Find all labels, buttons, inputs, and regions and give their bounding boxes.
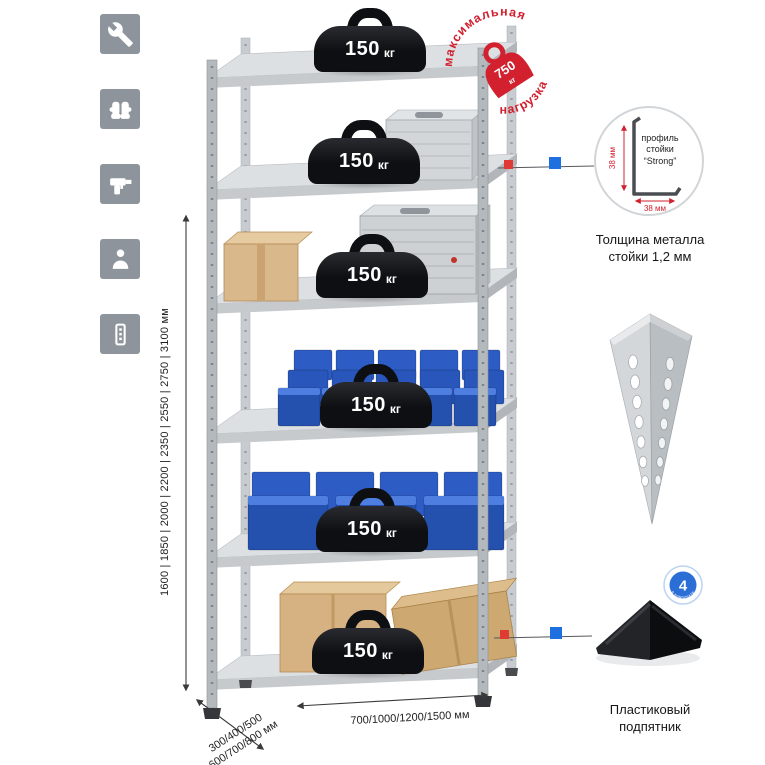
weight-value: 150 <box>351 393 386 416</box>
weight-unit: кг <box>385 271 397 286</box>
weight-value: 150 <box>343 639 378 662</box>
profile-caption-line1: Толщина металла <box>595 232 705 247</box>
red-marker-square <box>500 630 509 639</box>
angle-post-image <box>609 313 693 525</box>
plastic-foot-image <box>596 600 702 666</box>
profile-label-line1: профиль <box>641 133 679 143</box>
case-handle <box>415 112 443 118</box>
case-latch <box>451 257 457 263</box>
stamp-unit: кг <box>507 75 518 86</box>
weight-value: 150 <box>347 517 382 540</box>
profile-caption: Толщина металла стойки 1,2 мм <box>570 232 730 266</box>
rack-foot <box>505 668 518 676</box>
included-count-badge: 4 в комплекте <box>663 565 703 605</box>
badge-number: 4 <box>679 578 688 595</box>
profile-dim-horizontal: 38 мм <box>644 204 666 213</box>
post-profile-shape <box>632 116 682 196</box>
weight-value: 150 <box>345 37 380 60</box>
drill-icon <box>100 164 140 204</box>
red-marker-square <box>504 160 513 169</box>
profile-caption-line2: стойки 1,2 мм <box>608 248 692 264</box>
person-icon <box>100 239 140 279</box>
front-right-post <box>477 47 489 697</box>
weight-value: 150 <box>347 263 382 286</box>
rack-foot <box>203 708 221 719</box>
blue-marker-square <box>550 627 562 639</box>
front-left-post <box>206 59 218 709</box>
foot-caption-line2: подпятник <box>619 718 681 734</box>
weight-value: 150 <box>339 149 374 172</box>
height-dimension-label: 1600 | 1850 | 2000 | 2200 | 2350 | 2550 … <box>159 308 171 596</box>
blue-marker-square <box>549 157 561 169</box>
rack-foot <box>239 680 252 688</box>
width-dimension-line <box>296 691 489 710</box>
weight-unit: кг <box>377 157 389 172</box>
foot-caption: Пластиковый подпятник <box>570 702 730 736</box>
profile-dim-vertical: 38 мм <box>608 147 617 169</box>
rack-post-icon <box>100 314 140 354</box>
weight-unit: кг <box>389 401 401 416</box>
cardboard-box <box>223 231 313 302</box>
wrench-icon <box>100 14 140 54</box>
profile-callout-connector <box>497 157 595 169</box>
profile-label-line3: “Strong” <box>644 156 677 166</box>
profile-label-line2: стойки <box>646 144 674 154</box>
foot-caption-line1: Пластиковый <box>609 702 691 717</box>
gloves-icon <box>100 89 140 129</box>
foot-callout-connector <box>493 627 593 639</box>
stamp-weight-body <box>485 52 534 99</box>
weight-unit: кг <box>383 45 395 60</box>
profile-detail-circle: 38 мм 38 мм профиль стойки “Strong” <box>594 106 704 216</box>
weight-unit: кг <box>381 647 393 662</box>
rack-foot <box>474 696 492 707</box>
case-handle <box>400 208 430 214</box>
depth-dimension-line <box>195 699 265 750</box>
weight-unit: кг <box>385 525 397 540</box>
